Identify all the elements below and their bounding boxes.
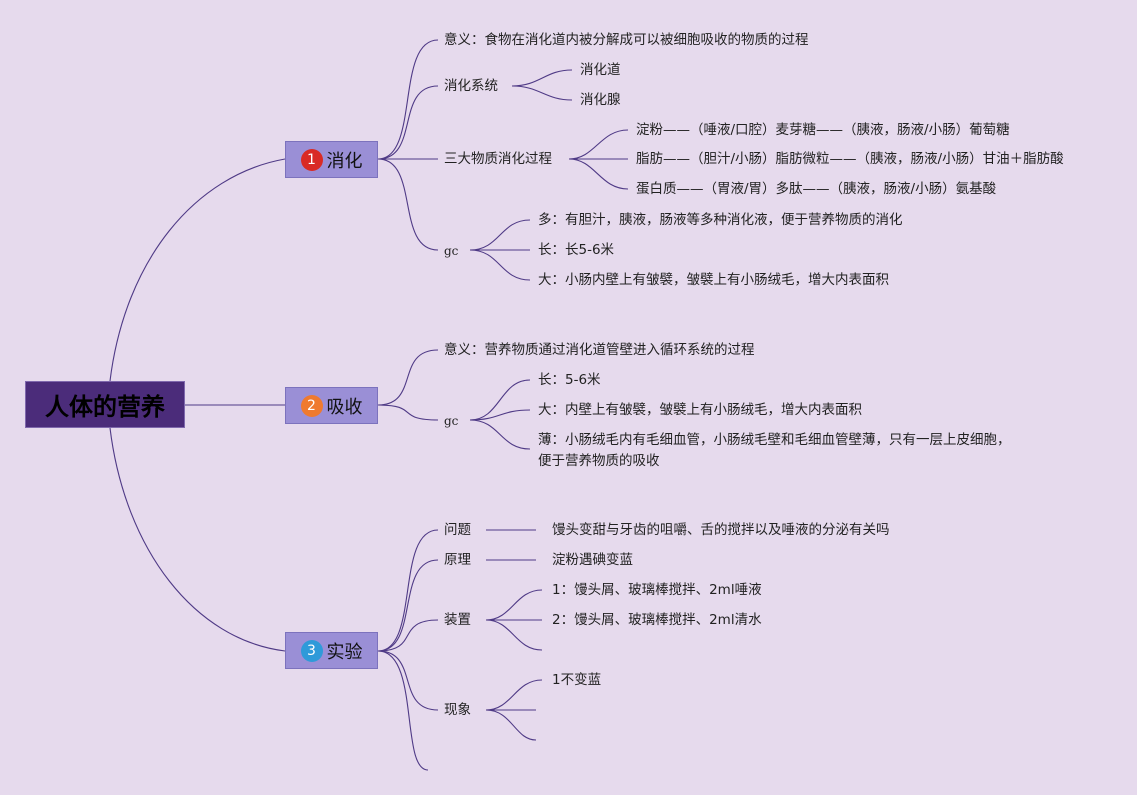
experiment-question-text[interactable]: 馒头变甜与牙齿的咀嚼、舌的搅拌以及唾液的分泌有关吗 [552,522,890,538]
digestion-process-item[interactable]: 脂肪——（胆汁/小肠）脂肪微粒——（胰液，肠液/小肠）甘油＋脂肪酸 [636,151,1064,167]
digestion-gc-item[interactable]: 多：有胆汁，胰液，肠液等多种消化液，便于营养物质的消化 [538,212,903,228]
digestion-system-item[interactable]: 消化腺 [580,92,621,108]
topic-absorption-title: 吸收 [326,396,363,418]
number-badge-1-icon: 1 [300,148,323,171]
experiment-phenomenon-item[interactable]: 1不变蓝 [552,672,602,688]
number-badge-3-icon: 3 [300,639,323,662]
topic-digestion[interactable]: 1 消化 [285,141,378,178]
absorption-gc[interactable]: gc [444,414,459,428]
experiment-device-item[interactable]: 1：馒头屑、玻璃棒搅拌、2ml唾液 [552,582,762,598]
topic-experiment[interactable]: 3 实验 [285,632,378,669]
experiment-principle-text[interactable]: 淀粉遇碘变蓝 [552,552,633,568]
topic-experiment-title: 实验 [326,641,363,663]
digestion-process[interactable]: 三大物质消化过程 [444,151,552,167]
digestion-gc[interactable]: gc [444,244,459,258]
absorption-gc-item[interactable]: 大：内壁上有皱襞，皱襞上有小肠绒毛，增大内表面积 [538,402,862,418]
experiment-device-item[interactable]: 2：馒头屑、玻璃棒搅拌、2ml清水 [552,612,762,628]
digestion-process-item[interactable]: 淀粉——（唾液/口腔）麦芽糖——（胰液，肠液/小肠）葡萄糖 [636,122,1010,138]
experiment-principle[interactable]: 原理 [444,552,471,568]
absorption-gc-item-continued[interactable]: 便于营养物质的吸收 [538,453,660,469]
number-badge-2-icon: 2 [300,394,323,417]
digestion-system-item[interactable]: 消化道 [580,62,621,78]
topic-digestion-title: 消化 [326,150,363,172]
topic-absorption[interactable]: 2 吸收 [285,387,378,424]
root-title: 人体的营养 [45,393,165,421]
digestion-process-item[interactable]: 蛋白质——（胃液/胃）多肽——（胰液，肠液/小肠）氨基酸 [636,181,997,197]
digestion-gc-item[interactable]: 长：长5-6米 [538,242,615,258]
experiment-phenomenon[interactable]: 现象 [444,702,471,718]
absorption-meaning[interactable]: 意义：营养物质通过消化道管壁进入循环系统的过程 [444,342,755,358]
experiment-question[interactable]: 问题 [444,522,471,538]
digestion-gc-item[interactable]: 大：小肠内壁上有皱襞，皱襞上有小肠绒毛，增大内表面积 [538,272,889,288]
root-node[interactable]: 人体的营养 [25,381,185,428]
digestion-system[interactable]: 消化系统 [444,78,498,94]
absorption-gc-item[interactable]: 长：5-6米 [538,372,601,388]
experiment-device[interactable]: 装置 [444,612,471,628]
digestion-meaning[interactable]: 意义：食物在消化道内被分解成可以被细胞吸收的物质的过程 [444,32,809,48]
absorption-gc-item[interactable]: 薄：小肠绒毛内有毛细血管，小肠绒毛壁和毛细血管壁薄，只有一层上皮细胞， [538,432,1011,448]
